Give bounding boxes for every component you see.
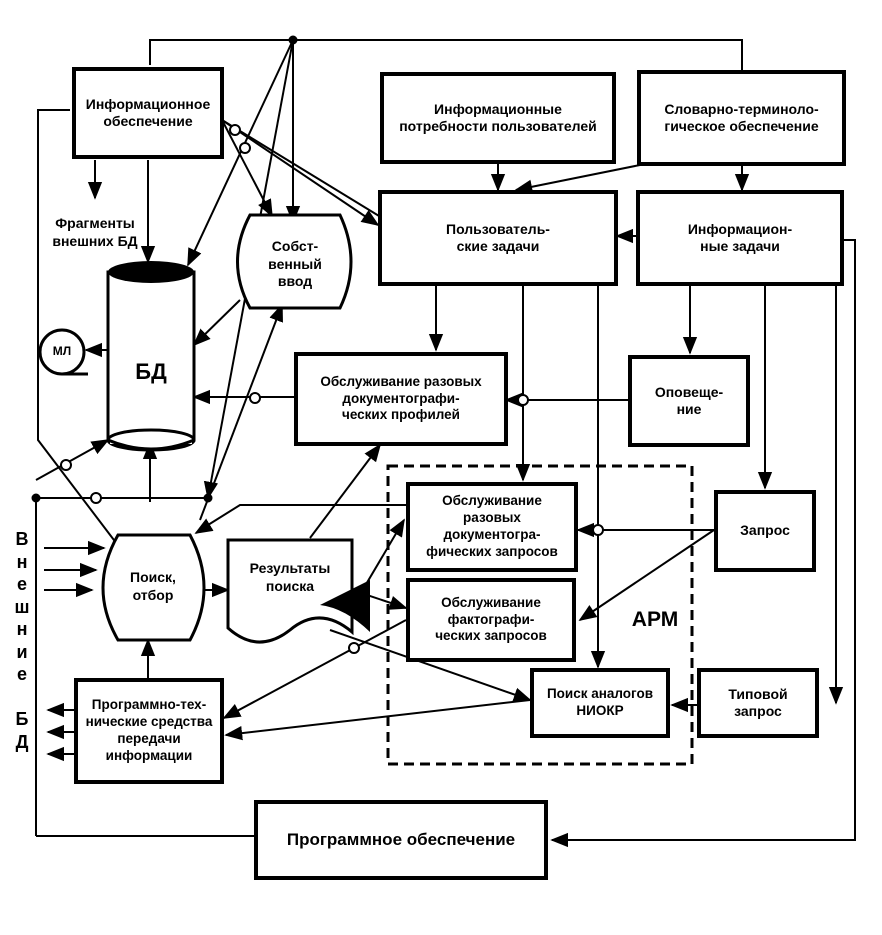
typical-request-box: Типовой запрос [697,668,819,738]
results-shape [226,538,354,644]
external-db-letter: В [15,529,29,549]
db-label: БД [135,359,167,384]
factual-requests-box: Обслуживание фактографи- ческих запросов [406,578,576,662]
request-box: Запрос [714,490,816,572]
database-cylinder [106,261,196,452]
external-db-letter: н [16,619,28,639]
transfer-tools-box: Программно-тех- нические средства переда… [74,678,224,784]
info-support-box: Информационное обеспечение [72,67,224,159]
external-db-letter: н [16,551,28,572]
external-db-letter: е [16,574,27,594]
tape-reel [38,328,88,376]
own-input-label: Собст- венный ввод [268,238,322,289]
external-db-letter [10,686,34,709]
external-db-letter: Д [15,731,29,752]
one-time-profiles-box: Обслуживание разовых документографи- чес… [294,352,508,446]
external-db-letter: ш [14,596,30,617]
external-db-letter: Б [15,709,29,729]
external-db-letter: и [16,641,28,662]
external-db-vertical-label: В н е ш н и е Б Д [10,528,34,753]
search-label: Поиск, отбор [130,569,176,603]
software-box: Программное обеспечение [254,800,548,880]
user-tasks-box: Пользователь- ские задачи [378,190,618,286]
one-time-requests-box: Обслуживание разовых документогра- фичес… [406,482,578,572]
notification-box: Оповеще- ние [628,355,750,447]
info-tasks-box: Информацион- ные задачи [636,190,844,286]
analog-search-box: Поиск аналогов НИОКР [530,668,670,738]
arm-label: АРМ [631,608,679,631]
dict-support-box: Словарно-терминоло- гическое обеспечение [637,70,846,166]
ml-label: МЛ [52,344,72,358]
search-shape [101,533,206,642]
fragments-label: Фрагменты внешних БД [52,215,138,249]
own-input-shape [236,213,353,310]
user-needs-box: Информационные потребности пользователей [380,72,616,164]
external-db-letter: е [16,664,27,684]
results-label: Результаты поиска [249,560,331,594]
